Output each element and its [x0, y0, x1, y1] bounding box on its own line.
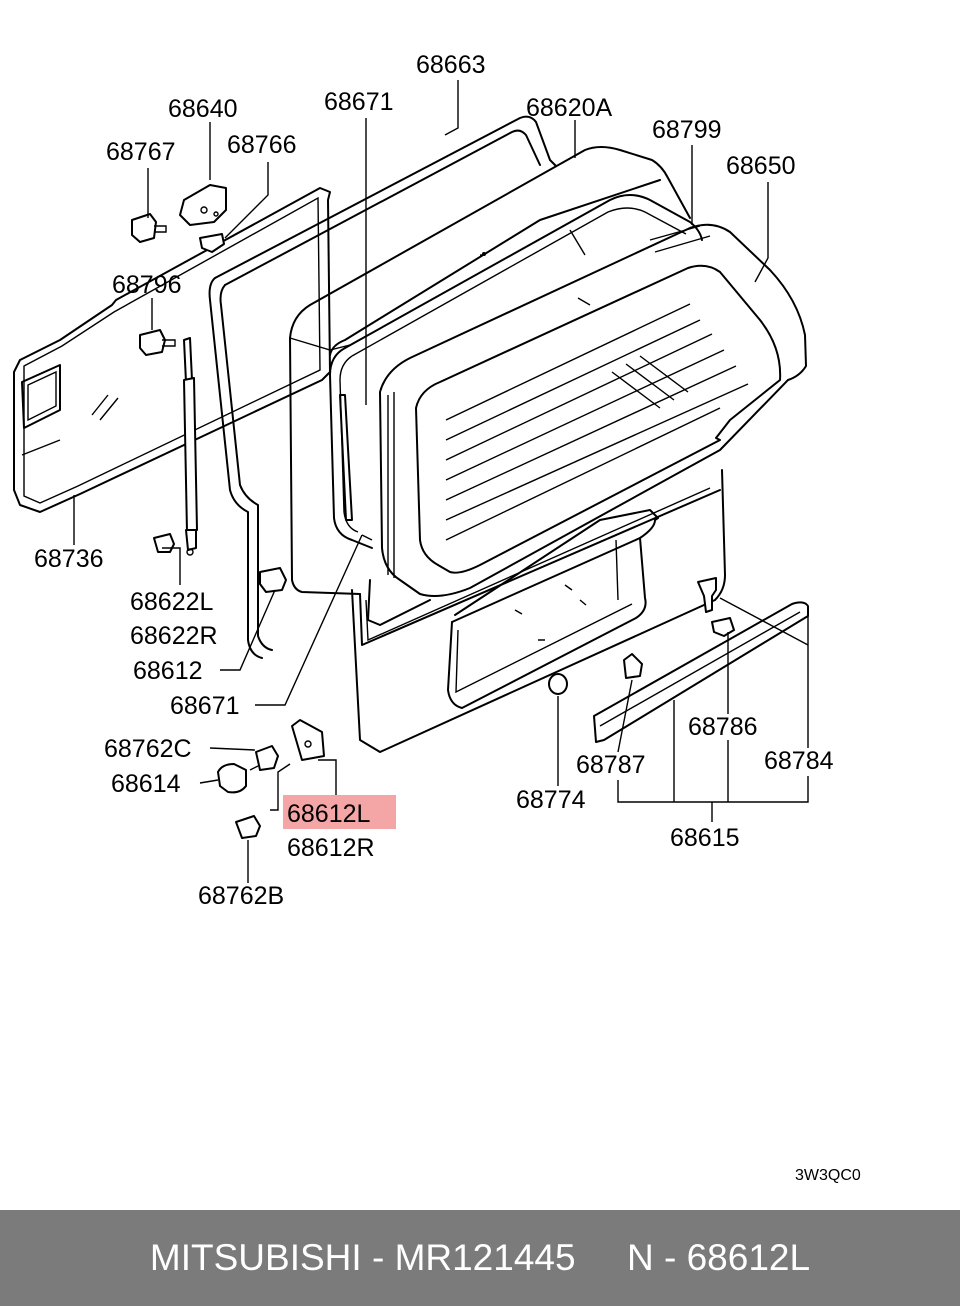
label-68615: 68615 [670, 824, 740, 852]
striker-68612L [291, 719, 325, 761]
bumper-68614 [217, 763, 247, 794]
footer-brand: MITSUBISHI [149, 1237, 362, 1278]
label-68620A: 68620A [526, 94, 613, 122]
label-68784: 68784 [764, 747, 834, 775]
label-68796: 68796 [112, 271, 182, 299]
label-68787: 68787 [576, 751, 646, 779]
label-68799: 68799 [652, 116, 722, 144]
side-trim-panel [13, 187, 331, 513]
label-68736: 68736 [34, 545, 104, 573]
label-68622R: 68622R [130, 622, 218, 650]
tailgate-door [289, 146, 726, 753]
label-68663: 68663 [416, 51, 486, 79]
bolt-68622 [153, 533, 175, 553]
footer-gap [576, 1237, 627, 1279]
screw-68786 [697, 577, 717, 613]
label-68762B: 68762B [198, 882, 284, 910]
exploded-parts-diagram: 68663 68640 68671 68620A 68767 68766 687… [13, 51, 861, 1184]
weatherstrip [208, 115, 557, 659]
gas-strut [183, 337, 198, 556]
bolt-68762C [249, 745, 279, 771]
label-68612R: 68612R [287, 834, 375, 862]
leader-lines [73, 80, 809, 883]
bushing-68766 [199, 233, 225, 253]
label-68767: 68767 [106, 138, 176, 166]
footer-reference: N - 68612L [626, 1237, 811, 1278]
footer-part-number: MR121445 [394, 1237, 576, 1278]
stopper-68612 [259, 567, 287, 593]
bolt-68767 [131, 213, 167, 243]
label-68786: 68786 [688, 713, 758, 741]
label-68614: 68614 [111, 770, 181, 798]
clip-68787 [623, 653, 643, 679]
plug-68774 [548, 673, 568, 695]
footer-bar: MITSUBISHI - MR121445 N - 68612L [0, 1210, 960, 1306]
label-68640: 68640 [168, 95, 238, 123]
garnish-strip-68784 [593, 601, 809, 743]
label-68762C: 68762C [104, 735, 192, 763]
label-68671-bottom: 68671 [170, 692, 240, 720]
label-68622L: 68622L [130, 588, 214, 616]
label-68612L: 68612L [287, 800, 371, 828]
label-68766: 68766 [227, 131, 297, 159]
label-68612: 68612 [133, 657, 203, 685]
hinge-68640 [179, 184, 227, 226]
label-68774: 68774 [516, 786, 586, 814]
footer-separator: - [361, 1237, 395, 1278]
diagram-code: 3W3QC0 [795, 1167, 861, 1184]
callout-labels: 68663 68640 68671 68620A 68767 68766 687… [34, 51, 834, 910]
label-68671-top: 68671 [324, 88, 394, 116]
highlight-68612L [283, 795, 396, 829]
rear-window-glass [379, 223, 807, 597]
label-68650: 68650 [726, 152, 796, 180]
clip-68786 [711, 617, 735, 637]
bolt-68796 [139, 329, 176, 356]
glass-seal [329, 194, 703, 549]
bolt-68762B [235, 815, 261, 839]
